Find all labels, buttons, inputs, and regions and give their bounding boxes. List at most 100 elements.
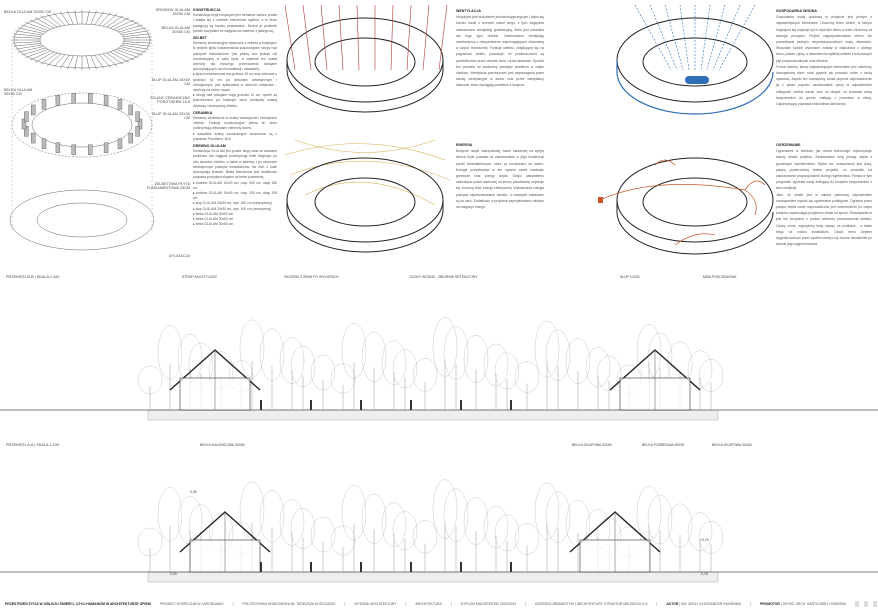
rafter [46,13,62,27]
ventilation-text: WENTYLACJA Hospicjum jest budynkiem jedn… [456,6,544,89]
rafter [121,44,149,50]
label-rafter: KROKIEW GLULAM 15X50 CM [155,8,190,17]
callout: BELKA POŚREDNIA 30X50 [642,443,685,447]
tree-crown [596,355,622,391]
label-foundation-slab: ŻELBETOWA PŁYTA FUNDAMENTOWA 25CM [146,182,190,191]
label-beam-30x80: BELKA GLULAM 30X80 CM [161,26,190,35]
rafter [40,15,58,28]
rafter [115,49,139,58]
rafter [98,12,111,26]
person-figure [460,400,462,410]
list-item: ▸ belka GLULAM 30x50 cm [193,211,234,216]
tree-crown [259,490,285,543]
wall-panel [71,144,76,155]
list-item: ▸ słup GLULAM 20x30 cm, wys. 300 cm (wew… [193,201,272,206]
tree-crown [392,511,418,551]
tree-crown [443,488,469,542]
rafter [120,46,147,53]
heading-konstrukcja: KONSTRUKCJA [193,8,221,12]
person-figure [360,562,362,572]
callout: BELKA KALENICOWA 30X80 [200,443,245,447]
rafter [74,55,78,70]
person-figure [510,562,512,572]
label-beam-30x50: BELKA GLULAM 30X50 CM [4,10,52,14]
rafter [86,55,90,70]
airflow-arrow [320,4,328,71]
rafter [53,12,66,26]
rafter [118,24,143,33]
rafter [102,53,118,67]
tree-crown [432,479,458,539]
airflow-arrow [356,4,360,71]
rafter [106,15,124,28]
heating-text: OGRZEWANIE Ogrzewanie w obiekcie, jak re… [776,140,872,247]
airflow-arrow [390,4,394,71]
airflow-arrow [422,4,430,71]
axonometric-structure-drawing [9,10,155,251]
tree-crown [392,349,418,389]
text: Konstrukcja bryły hospicjum jest formaln… [193,13,277,33]
airflow-arrow [406,4,412,71]
tree-crown [341,484,367,541]
tree-crown [341,322,367,379]
list-item: ▸ słup GLULAM 20x30 cm, wys. 300 cm (zew… [193,206,272,211]
rafter [113,50,135,61]
rafter [109,17,129,29]
tree-crown [687,350,713,389]
tree-crown [290,345,316,387]
rafter [29,50,51,61]
author-label: Autor [666,602,679,606]
airflow-arrow [285,4,296,71]
person-figure [310,562,312,572]
tree-crown [647,494,673,545]
wall-panel [41,138,47,149]
section-bb-drawing [0,317,878,421]
rafter [25,22,49,31]
retention-pond-icon [685,76,709,84]
tree-crown [259,328,285,381]
heat-pump-icon [598,197,603,203]
tree-crown [310,516,336,553]
tree-crown [534,320,560,378]
text: Konstrukcja GLULAM jest prosta: słupy wr… [193,149,277,180]
footer-item: POLITECHNIKA KRAKOWSKA IM. TADEUSZA KOŚC… [242,602,336,606]
water-flow-arrow [700,4,711,71]
tree-crown [239,319,265,378]
water-flow-arrow [706,4,726,71]
rafter [98,54,111,68]
section-aa-title: PRZEKRÓJ A-A | SKALA 1:100 [6,443,59,447]
footer-item: ARCHITEKTURA [415,602,442,606]
water-flow-arrow [649,4,678,71]
airflow-arrow [338,4,344,71]
tree-crown [412,358,438,392]
rafter [12,36,41,39]
rafter [90,10,97,25]
tree-crown [432,317,458,377]
rafter [15,44,43,50]
construction-text: KONSTRUKCJA Konstrukcja bryły hospicjum … [193,6,277,227]
tree-crown [463,335,489,383]
text: Elementy konstrukcyjne wykonane z żelbet… [193,41,277,72]
rafter [94,11,104,25]
person-figure [260,400,262,410]
wall-panel [24,126,29,137]
text: ▸ wszystkie ściany konstrukcyjne wznoszo… [193,131,277,141]
promoter: dr inż. arch. Bartłomiej Homiński [782,602,847,606]
tree-crown [494,352,520,390]
water-management-text: GOSPODARKA WODNA Gospodarka wodą opadową… [776,6,872,107]
heading: CERAMIKA [193,110,213,115]
wall-panel [88,93,93,104]
airflow-arrow [438,4,448,71]
wall-panel [135,126,140,137]
level-mark: 0,00 [170,572,177,576]
footer: PRZESTRZEŃ ŻYCIA W OBLICZU ŚMIERCI, CZYL… [5,601,878,607]
tree-crown [585,347,611,388]
section-bb-title: PRZEKRÓJ B-B | SKALA 1:100 [6,275,60,279]
rafter [123,41,152,44]
wall-panel [103,142,109,153]
label-ceramic-walls: ŚCIANY CERAMICZNE POROTHERM 18,8 [150,96,190,105]
water-flow-arrow [664,4,684,71]
wall-panel [117,138,123,149]
rafter [120,27,147,34]
text: ▸ stropy nad pokojami mają grubość 12 cm… [193,93,277,108]
